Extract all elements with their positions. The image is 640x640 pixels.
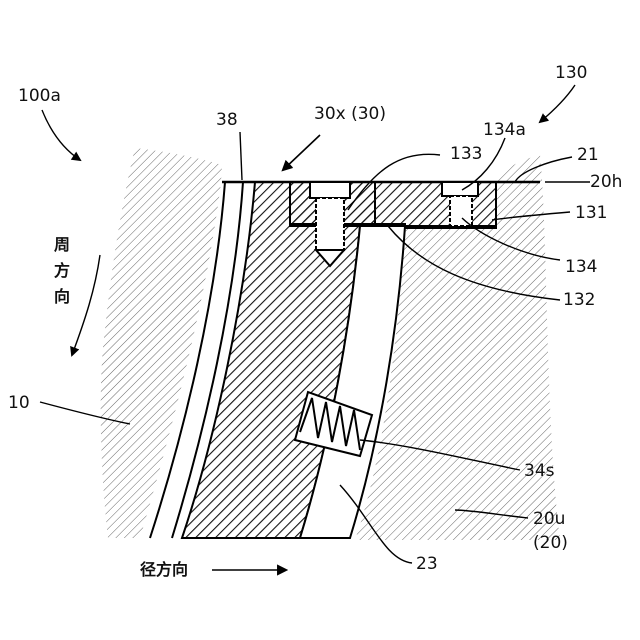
- label-circumferential-1: 周: [54, 235, 70, 254]
- arrow-30x: [283, 135, 320, 170]
- bolt-133-head: [310, 182, 350, 198]
- label-30x: 30x (30): [314, 104, 386, 124]
- arrow-100a: [42, 110, 80, 160]
- label-radial: 径方向: [140, 560, 188, 579]
- label-circumferential-2: 方: [54, 261, 70, 280]
- label-100a: 100a: [18, 86, 61, 106]
- label-133: 133: [450, 144, 482, 164]
- label-20h: 20h: [590, 172, 622, 192]
- label-134a: 134a: [483, 120, 526, 140]
- label-134: 134: [565, 257, 597, 277]
- bolt-133-shank: [316, 198, 344, 250]
- label-20-ref: (20): [533, 533, 568, 553]
- label-131: 131: [575, 203, 607, 223]
- leader-38: [240, 132, 242, 180]
- label-130: 130: [555, 63, 587, 83]
- label-34s: 34s: [524, 461, 555, 481]
- bolt-134-head: [442, 182, 478, 196]
- bolt-134-shank: [450, 196, 472, 226]
- label-10: 10: [8, 393, 30, 413]
- circumferential-arrow: [72, 255, 100, 355]
- label-23: 23: [416, 554, 438, 574]
- label-38: 38: [216, 110, 238, 130]
- label-20u: 20u: [533, 509, 565, 529]
- arrow-130: [540, 85, 575, 122]
- label-21: 21: [577, 145, 599, 165]
- label-132: 132: [563, 290, 595, 310]
- label-circumferential-3: 向: [54, 287, 70, 306]
